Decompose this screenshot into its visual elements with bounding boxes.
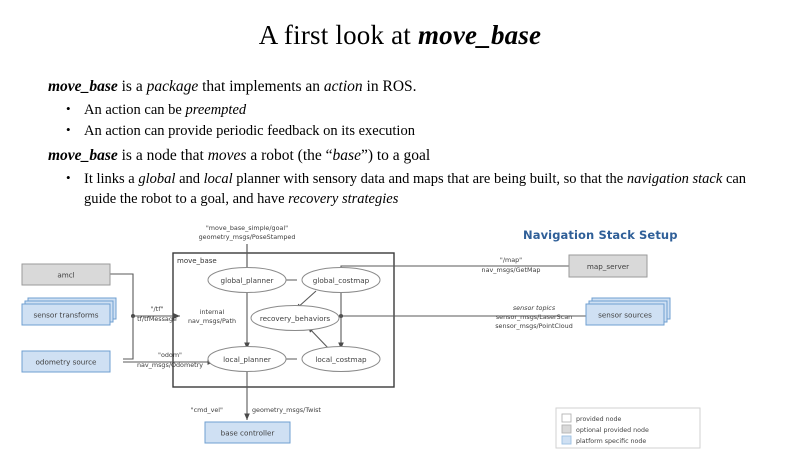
move-base-container-label: move_base [177, 257, 217, 265]
edge-label-odom-topic: "odom" [158, 351, 182, 359]
edge-label-map-type: nav_msgs/GetMap [482, 266, 541, 274]
edge-label-sensor-topics: sensor topics [513, 304, 556, 312]
diagram-node-odometry-source[interactable]: odometry source [21, 350, 111, 373]
paragraph-1-i1: package [146, 78, 199, 95]
body-content: move_base is a package that implements a… [48, 76, 754, 213]
paragraph-2-i2: base [332, 147, 361, 164]
edge-label-tf-type: tf/tfMessage [137, 315, 177, 323]
diagram-node-map-server[interactable]: map_server [568, 254, 648, 278]
page-title: A first look at move_base [0, 18, 800, 52]
diagram-node-global-costmap-label: global_costmap [313, 276, 370, 285]
diagram-node-odometry-source-label: odometry source [36, 358, 98, 367]
diagram-node-base-controller[interactable]: base controller [204, 421, 291, 444]
diagram-node-base-controller-label: base controller [221, 429, 275, 438]
legend-label-provided-node: provided node [576, 416, 621, 423]
diagram-node-amcl[interactable]: amcl [21, 263, 111, 286]
edge-label-sensor-type-1: sensor_msgs/LaserScan [496, 313, 572, 321]
paragraph-2-t3: ”) to a goal [360, 147, 431, 164]
diagram-node-global-planner[interactable]: global_planner [207, 267, 287, 293]
bullet-text: It links a [84, 171, 139, 187]
paragraph-2-term: move_base [48, 147, 118, 164]
bullet-emphasis: local [203, 171, 233, 187]
bullet-emphasis: global [138, 171, 176, 187]
paragraph-2-i1: moves [207, 147, 247, 164]
edge-label-goal-type: geometry_msgs/PoseStamped [199, 233, 296, 241]
edge-label-odom-type: nav_msgs/Odometry [137, 361, 203, 369]
legend-item: optional provided node [561, 424, 649, 434]
diagram-node-global-planner-label: global_planner [221, 276, 274, 285]
bullet-item: An action can provide periodic feedback … [48, 120, 754, 141]
legend-swatch-provided-node [561, 413, 572, 423]
diagram-node-sensor-sources-label: sensor sources [598, 311, 652, 320]
edge-tf-trunk-to-odometry [123, 316, 134, 360]
navigation-stack-diagram: move_base [0, 224, 800, 450]
bullet-emphasis: navigation stack [626, 171, 723, 187]
diagram-node-sensor-transforms[interactable]: sensor transforms [21, 297, 117, 326]
legend-item: provided node [561, 413, 621, 423]
diagram-node-recovery-behaviors-label: recovery_behaviors [260, 314, 331, 323]
edge-local-costmap-to-recovery [307, 326, 331, 351]
paragraph-2: move_base is a node that moves a robot (… [48, 145, 754, 167]
edge-label-sensor-type-2: sensor_msgs/PointCloud [495, 322, 573, 330]
diagram-node-local-planner-label: local_planner [223, 355, 271, 364]
bullet-emphasis: preempted [185, 102, 247, 118]
bullet-item: It links a global and local planner with… [48, 168, 754, 209]
legend-swatch-optional-provided-node [561, 424, 572, 434]
paragraph-2-t2: a robot (the “ [246, 147, 333, 164]
paragraph-1-t2: that implements an [198, 78, 324, 95]
bullet-text: An action can provide periodic feedback … [84, 123, 415, 139]
bullet-list-1: An action can be preempted An action can… [48, 99, 754, 141]
diagram-node-map-server-label: map_server [587, 262, 629, 271]
diagram-legend: provided node optional provided node pla… [555, 407, 701, 449]
diagram-node-amcl-label: amcl [57, 271, 74, 280]
edge-label-internal-type: nav_msgs/Path [188, 317, 236, 325]
bullet-text: and [175, 171, 204, 187]
legend-swatch-platform-specific-node [561, 435, 572, 445]
page-title-emphasis: move_base [417, 20, 542, 50]
legend-label-platform-specific-node: platform specific node [576, 438, 646, 445]
bullet-text: that the [580, 171, 627, 187]
legend-label-optional-provided-node: optional provided node [576, 427, 649, 434]
diagram-node-sensor-transforms-label: sensor transforms [33, 311, 98, 320]
diagram-node-local-costmap-label: local_costmap [315, 355, 367, 364]
bullet-text: An action can be [84, 102, 186, 118]
diagram-node-global-costmap[interactable]: global_costmap [301, 267, 381, 293]
diagram-heading: Navigation Stack Setup [523, 228, 678, 242]
paragraph-2-t1: is a node that [117, 147, 208, 164]
paragraph-1: move_base is a package that implements a… [48, 76, 754, 98]
bullet-emphasis: recovery strategies [288, 191, 399, 207]
edge-label-tf-topic: "/tf" [151, 305, 164, 313]
diagram-node-recovery-behaviors[interactable]: recovery_behaviors [250, 305, 340, 331]
bullet-text: can guide the robot to a goal, and have [84, 171, 747, 207]
paragraph-1-t3: in ROS. [362, 78, 417, 95]
edge-label-map-topic: "/map" [500, 256, 522, 264]
paragraph-1-term: move_base [48, 78, 118, 95]
edge-label-goal-topic: "move_base_simple/goal" [206, 224, 288, 232]
bullet-item: An action can be preempted [48, 99, 754, 120]
edge-label-cmdvel-type: geometry_msgs/Twist [252, 406, 321, 414]
paragraph-1-i2: action [323, 78, 363, 95]
diagram-node-local-costmap[interactable]: local_costmap [301, 346, 381, 372]
edge-label-cmdvel-topic: "cmd_vel" [191, 406, 223, 414]
bullet-text: planner with sensory data and maps that … [232, 171, 577, 187]
legend-item: platform specific node [561, 435, 646, 445]
page-title-plain: A first look at [258, 20, 418, 50]
bullet-list-2: It links a global and local planner with… [48, 168, 754, 209]
edge-label-internal: internal [200, 308, 225, 316]
diagram-node-local-planner[interactable]: local_planner [207, 346, 287, 372]
paragraph-1-t1: is a [117, 78, 147, 95]
diagram-node-sensor-sources[interactable]: sensor sources [585, 297, 671, 326]
